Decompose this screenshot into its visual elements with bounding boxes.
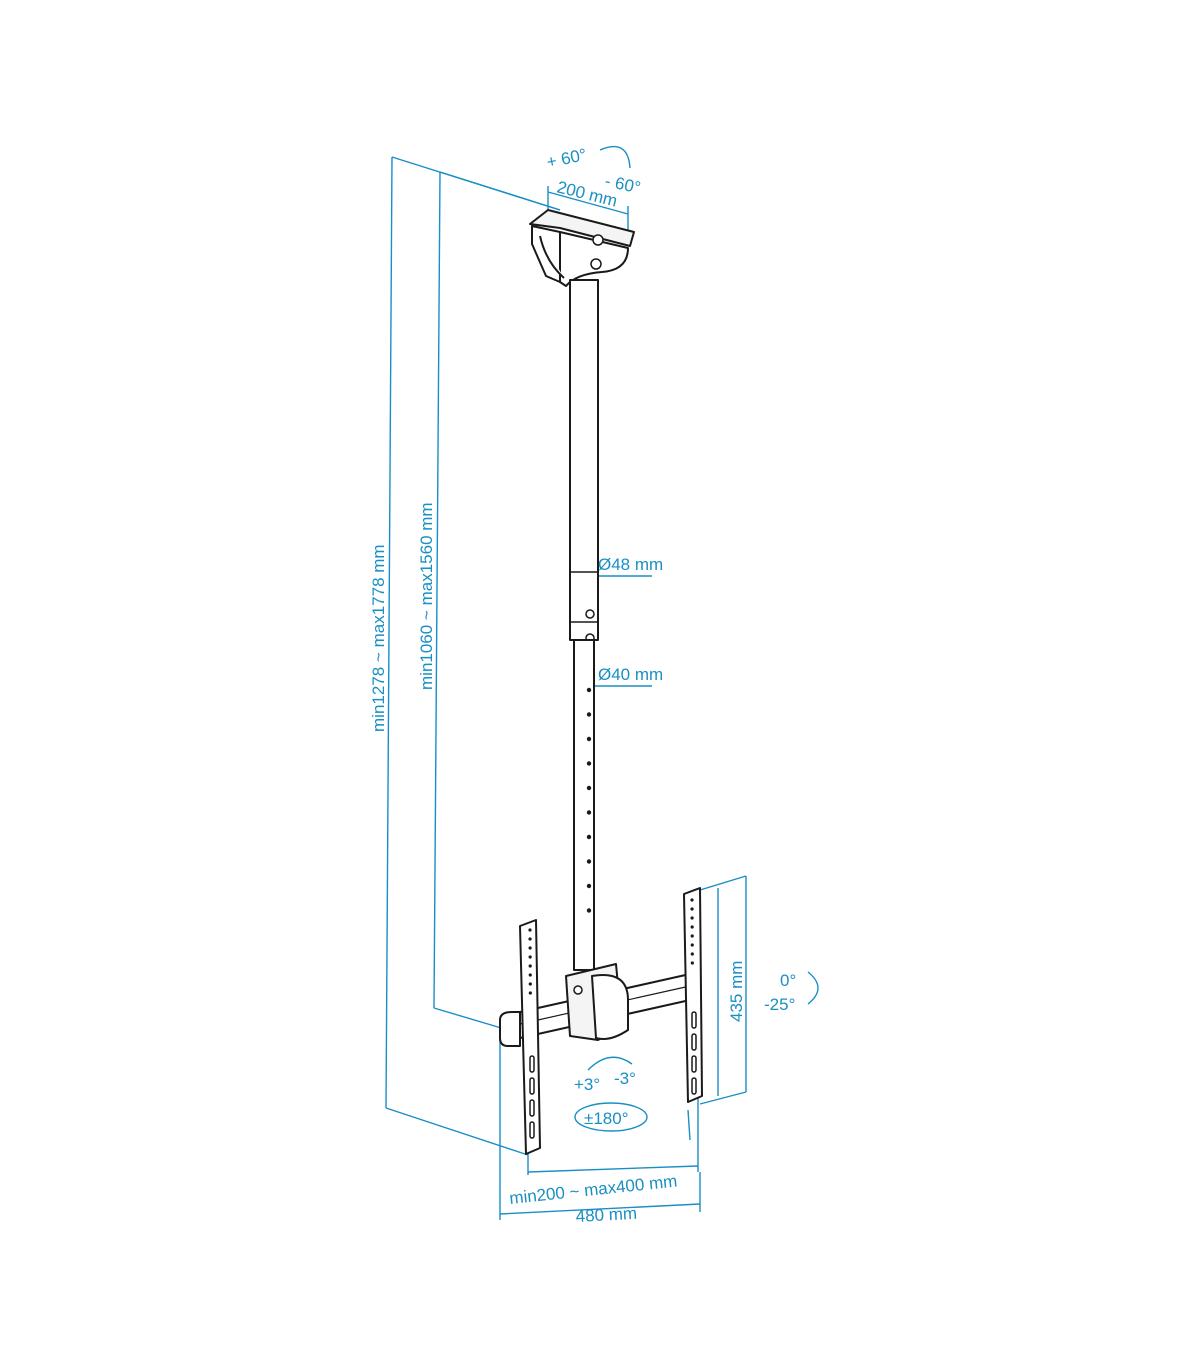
rotation-plus-label: + 60°: [545, 145, 588, 172]
bracket-height-top-extension: [699, 875, 747, 891]
plate-bolt-top: [592, 234, 604, 246]
tilt-bottom-label: -25°: [764, 995, 795, 1014]
mounting-hole: [690, 898, 694, 902]
mounting-hole: [586, 883, 592, 889]
mounting-hole: [690, 934, 694, 938]
tv-bracket-assembly: [499, 887, 703, 1155]
bracket-slot: [529, 1099, 535, 1117]
mounting-hole: [528, 937, 532, 941]
upper-tube-body: [569, 279, 599, 641]
ceiling-plate: [529, 209, 635, 287]
lower-tube-diameter-label: Ø40 mm: [598, 665, 663, 684]
bracket-slot: [691, 1077, 697, 1095]
ceiling-plate-slot: [539, 235, 565, 279]
bracket-slot: [529, 1055, 535, 1073]
mounting-hole: [586, 761, 592, 766]
mounting-hole: [690, 943, 694, 947]
total-height-label: min1278 ~ max1778 mm: [369, 544, 388, 732]
mounting-hole: [528, 973, 532, 977]
rotation-arc: [599, 145, 631, 169]
mounting-hole: [586, 736, 592, 742]
lower-tube-holes: [586, 687, 592, 913]
total-height-bottom-extension: [385, 1107, 529, 1156]
mounting-hole: [690, 907, 694, 911]
level-arc: [587, 1056, 633, 1071]
ceiling-plate-top: [529, 209, 635, 247]
bracket-slot: [529, 1121, 535, 1139]
pole-height-label: min1060 ~ max1560 mm: [417, 502, 436, 690]
mounting-hole: [586, 687, 592, 693]
upper-tube: [569, 279, 599, 643]
overall-width-label: 480 mm: [575, 1204, 637, 1226]
swivel-ellipse: [574, 1102, 648, 1132]
bracket-slot: [691, 1011, 697, 1029]
bracket-height-bottom-extension: [699, 1091, 747, 1105]
left-tilt-knob: [499, 1011, 521, 1047]
total-height-line: [385, 156, 393, 1109]
bracket-slot: [529, 1077, 535, 1095]
pole-height-bottom-extension: [433, 1007, 509, 1031]
tube-lock-screw-1: [585, 609, 595, 619]
clamp-screw: [573, 985, 583, 995]
mounting-hole: [586, 712, 592, 717]
mounting-hole: [528, 928, 532, 932]
right-vertical-bracket: [683, 887, 703, 1103]
mounting-hole: [528, 955, 532, 959]
vesa-width-line: [527, 1165, 699, 1173]
vesa-width-tick-mid: [687, 1109, 691, 1141]
tilt-arc: [807, 971, 819, 1005]
mounting-hole: [690, 916, 694, 920]
mounting-hole: [690, 961, 694, 965]
mounting-hole: [690, 925, 694, 929]
pole-height-line: [433, 171, 441, 1009]
upper-tube-diameter-label: Ø48 mm: [598, 555, 663, 574]
mounting-hole: [528, 991, 532, 995]
right-bracket-holes: [690, 898, 697, 1095]
plate-bolt-bottom: [590, 258, 602, 270]
mounting-hole: [528, 964, 532, 968]
mounting-hole: [586, 908, 592, 913]
pole-height-top-extension: [439, 171, 561, 211]
mounting-hole: [586, 859, 592, 864]
mounting-hole: [586, 810, 592, 815]
vesa-width-label: min200 ~ max400 mm: [508, 1171, 678, 1208]
tilt-top-label: 0°: [780, 971, 796, 990]
mounting-hole: [586, 834, 592, 840]
overall-width-line: [499, 1203, 701, 1215]
bracket-slot: [691, 1033, 697, 1051]
mounting-hole: [690, 952, 694, 956]
plate-width-line: [547, 191, 629, 215]
bracket-slot: [691, 1055, 697, 1073]
left-bracket-holes: [528, 928, 535, 1139]
level-plus-label: +3°: [574, 1075, 600, 1094]
left-vertical-bracket: [519, 919, 541, 1155]
lower-tube: [573, 639, 595, 971]
bracket-height-label: 435 mm: [727, 961, 746, 1022]
mounting-hole: [586, 785, 592, 791]
mounting-hole: [528, 946, 532, 950]
center-clamp-front: [591, 974, 629, 1040]
swivel-label: ±180°: [584, 1109, 629, 1128]
level-minus-label: -3°: [614, 1069, 636, 1088]
mounting-hole: [528, 982, 532, 986]
